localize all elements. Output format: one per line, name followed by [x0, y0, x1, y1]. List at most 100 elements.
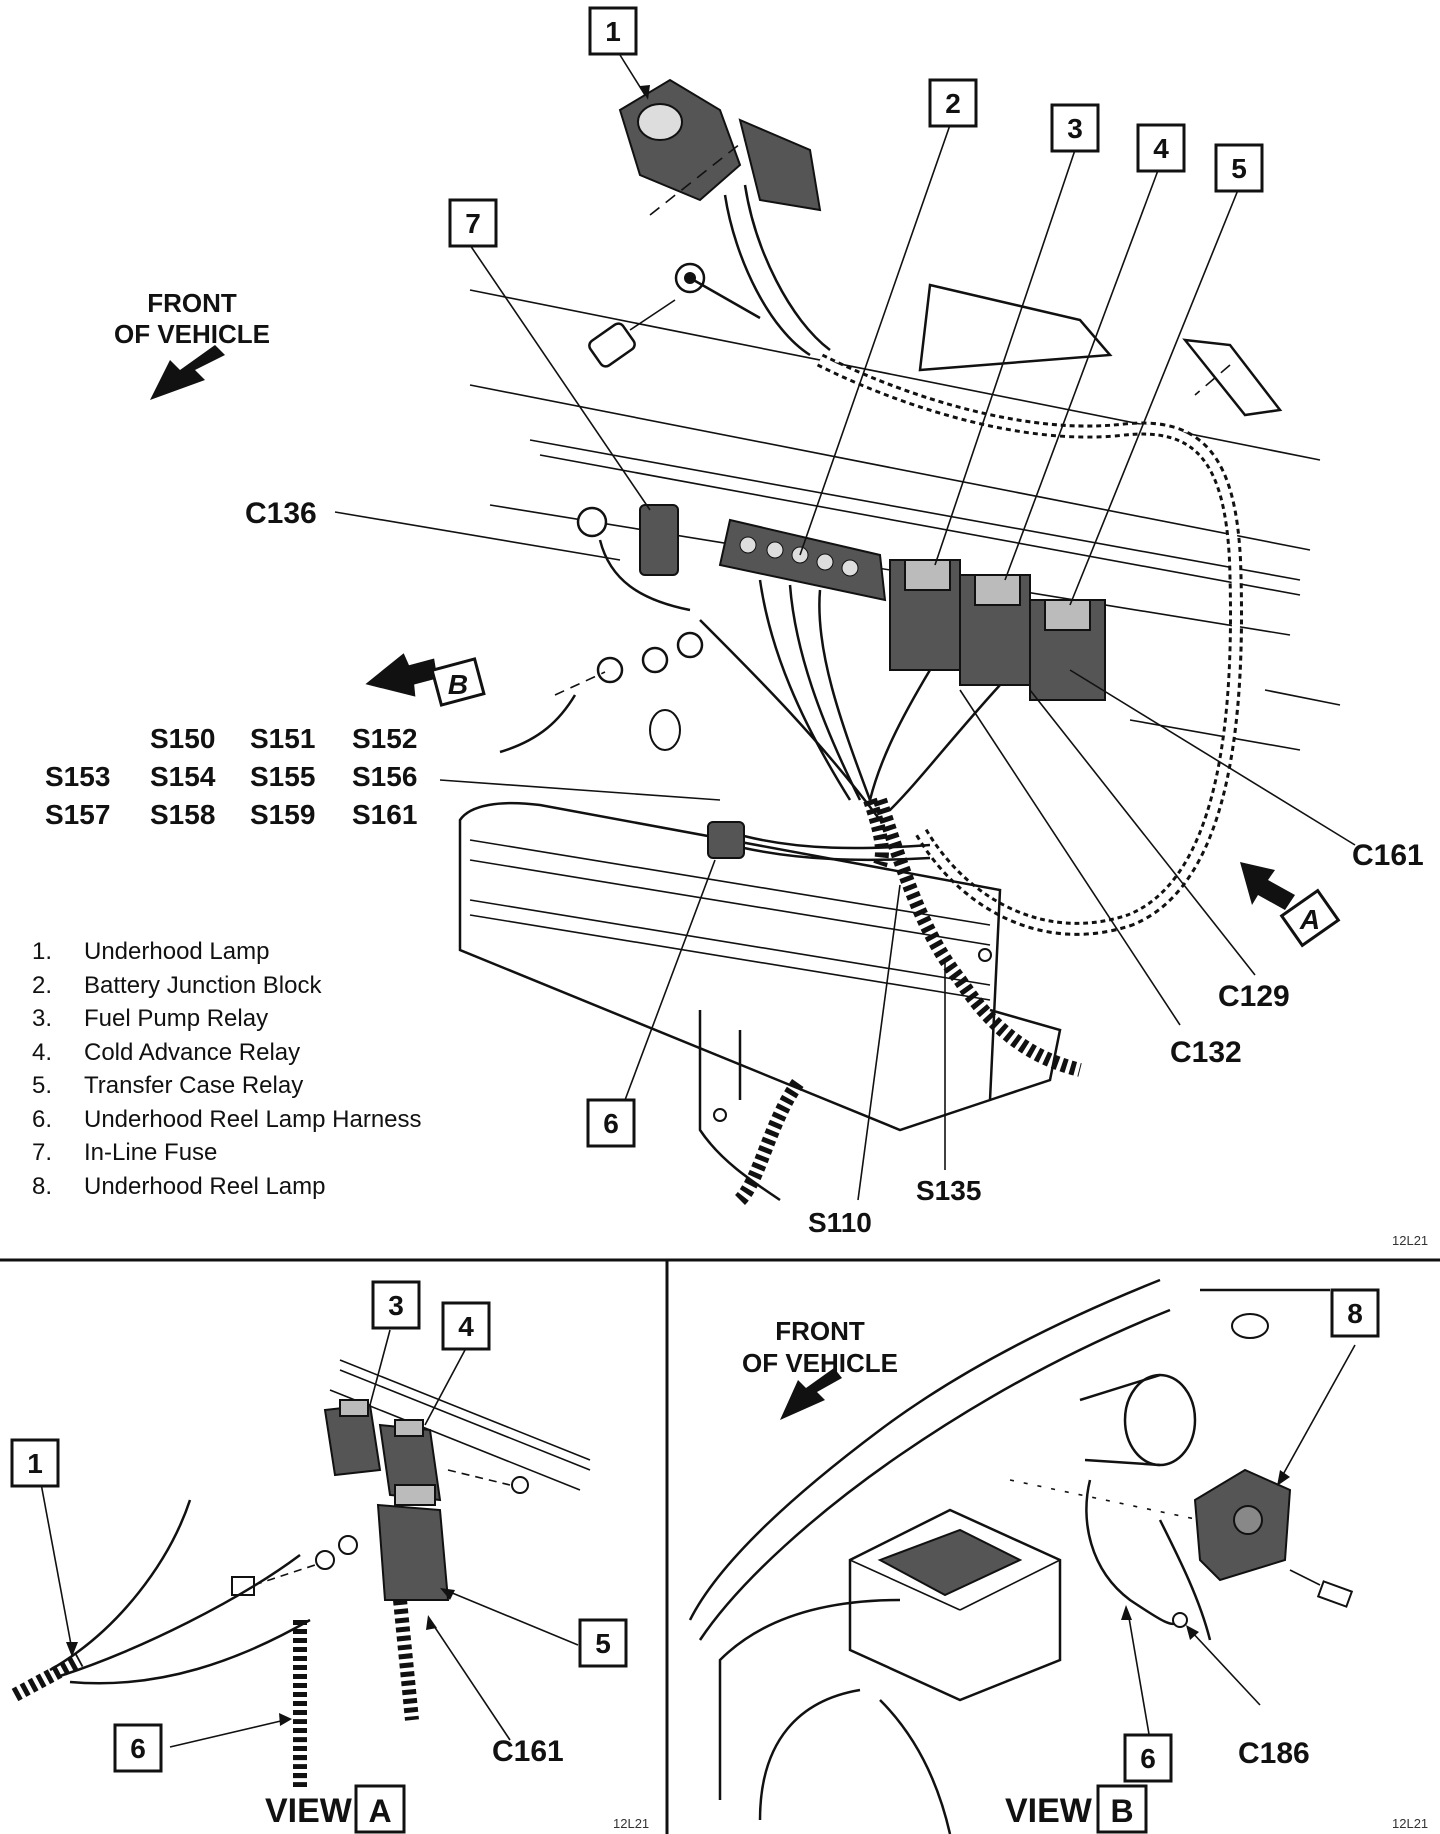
view-b-front-arrow-icon — [780, 1368, 842, 1420]
splice-s159: S159 — [250, 799, 315, 830]
legend-text: Underhood Lamp — [84, 938, 270, 965]
legend-number: 2. — [32, 971, 53, 999]
junction-block-drawing — [718, 518, 887, 602]
view-a-letter-box — [354, 1784, 406, 1834]
legend-item: 2. Battery Junction Block — [32, 969, 422, 1003]
view-a-title: VIEW — [265, 1792, 353, 1830]
view-b-marker: B — [430, 657, 486, 707]
svg-text:2: 2 — [945, 88, 961, 119]
wire-bundle-drawing — [699, 579, 1082, 1205]
legend-number: 8. — [32, 1172, 53, 1200]
svg-text:4: 4 — [458, 1311, 474, 1342]
splice-s161: S161 — [352, 799, 417, 830]
legend-number: 1. — [32, 938, 53, 965]
view-a-arrow-icon — [1240, 862, 1295, 910]
svg-text:1: 1 — [27, 1448, 43, 1479]
view-a-callout-1: 1 — [10, 1438, 60, 1488]
svg-text:8: 8 — [1347, 1298, 1363, 1329]
main-view: 1 2 3 4 5 6 7 FRONT OF VEHICLE — [45, 6, 1428, 1248]
legend-text: Underhood Reel Lamp Harness — [84, 1105, 422, 1133]
legend-text: Underhood Reel Lamp — [84, 1172, 326, 1200]
legend-item: 7. In-Line Fuse — [32, 1136, 422, 1170]
drawing-code-main: 12L21 — [1392, 1233, 1428, 1248]
relay-cluster-drawing — [889, 559, 1106, 701]
svg-text:4: 4 — [1153, 133, 1169, 164]
view-a-panel: 1 3 4 5 6 C161 VIEW A 12L21 — [10, 1280, 649, 1834]
view-b-callout-8: 8 — [1330, 1288, 1380, 1338]
legend-text: Cold Advance Relay — [84, 1038, 301, 1066]
legend-number: 4. — [32, 1038, 53, 1066]
callout-box-2: 2 — [928, 78, 978, 128]
view-a-marker: A — [1279, 888, 1341, 948]
legend-item: 1. Underhood Lamp — [32, 935, 422, 969]
connector-c161: C161 — [1352, 839, 1424, 872]
legend-text: Battery Junction Block — [84, 971, 322, 999]
svg-text:5: 5 — [1231, 153, 1247, 184]
callout-box-4: 4 — [1136, 123, 1186, 173]
svg-text:5: 5 — [595, 1628, 611, 1659]
legend-item: 3. Fuel Pump Relay — [32, 1002, 422, 1036]
legend-number: 7. — [32, 1139, 53, 1166]
splice-s154: S154 — [150, 761, 216, 792]
view-b-letter: B — [1110, 1793, 1133, 1829]
lamp-bolt-drawing — [588, 262, 761, 368]
legend-text: In-Line Fuse — [84, 1139, 218, 1166]
underhood-lamp-drawing — [618, 78, 831, 357]
splice-s135: S135 — [916, 1175, 981, 1206]
svg-text:6: 6 — [130, 1733, 146, 1764]
svg-text:6: 6 — [603, 1108, 619, 1139]
main-harness-loop — [816, 353, 1244, 936]
drawing-code-view-b: 12L21 — [1392, 1816, 1428, 1831]
legend-item: 5. Transfer Case Relay — [32, 1069, 422, 1103]
splice-s155: S155 — [250, 761, 315, 792]
front-label-line1: FRONT — [147, 288, 237, 318]
drawing-code-view-a: 12L21 — [613, 1816, 649, 1831]
callout-box-6: 6 — [586, 1098, 636, 1148]
splice-s156: S156 — [352, 761, 417, 792]
view-b-front-label-line2: OF VEHICLE — [742, 1348, 898, 1378]
splice-s150: S150 — [150, 723, 215, 754]
control-module-drawing — [458, 694, 1062, 1202]
callout-box-5: 5 — [1214, 143, 1264, 193]
component-legend: 1. Underhood Lamp 2. Battery Junction Bloc… — [32, 935, 422, 1203]
legend-number: 5. — [32, 1072, 53, 1099]
legend-item: 4. Cold Advance Relay — [32, 1036, 422, 1070]
legend-number: 6. — [32, 1105, 53, 1133]
legend-item: 8. Underhood Reel Lamp — [32, 1170, 422, 1204]
splice-s152: S152 — [352, 723, 417, 754]
callout-leaders — [334, 54, 1356, 1201]
inline-fuse-drawing — [554, 504, 704, 696]
svg-text:A: A — [1299, 904, 1320, 935]
legend-item: 6. Underhood Reel Lamp Harness — [32, 1103, 422, 1137]
view-b-front-label-line1: FRONT — [775, 1316, 865, 1346]
view-a-callout-6: 6 — [113, 1723, 163, 1773]
view-a-callout-3: 3 — [371, 1280, 421, 1330]
view-b-title: VIEW — [1005, 1792, 1093, 1830]
splice-s158: S158 — [150, 799, 215, 830]
connector-c132: C132 — [1170, 1036, 1242, 1069]
front-label-line2: OF VEHICLE — [114, 319, 270, 349]
svg-text:3: 3 — [388, 1290, 404, 1321]
splice-s157: S157 — [45, 799, 110, 830]
legend-number: 3. — [32, 1005, 53, 1032]
svg-text:6: 6 — [1140, 1743, 1156, 1774]
view-a-letter: A — [368, 1793, 391, 1829]
legend-text: Fuel Pump Relay — [84, 1005, 269, 1032]
view-b-callout-6: 6 — [1123, 1733, 1173, 1783]
front-arrow-icon — [150, 345, 225, 400]
callout-box-7: 7 — [448, 198, 498, 248]
callout-box-3: 3 — [1050, 103, 1100, 153]
view-a-callout-5: 5 — [578, 1618, 628, 1668]
view-b-arrow-icon — [365, 653, 438, 697]
view-b-connector-c186: C186 — [1238, 1737, 1310, 1770]
legend-text: Transfer Case Relay — [84, 1072, 304, 1099]
splice-s153: S153 — [45, 761, 110, 792]
bracket-plates — [918, 283, 1283, 417]
view-b-panel: FRONT OF VEHICLE 8 6 C186 VIEW B 12L21 — [688, 1278, 1428, 1834]
svg-text:7: 7 — [465, 208, 481, 239]
view-a-callout-4: 4 — [441, 1301, 491, 1351]
view-b-letter-box — [1096, 1784, 1148, 1834]
svg-text:1: 1 — [605, 16, 621, 47]
svg-text:B: B — [448, 669, 468, 700]
